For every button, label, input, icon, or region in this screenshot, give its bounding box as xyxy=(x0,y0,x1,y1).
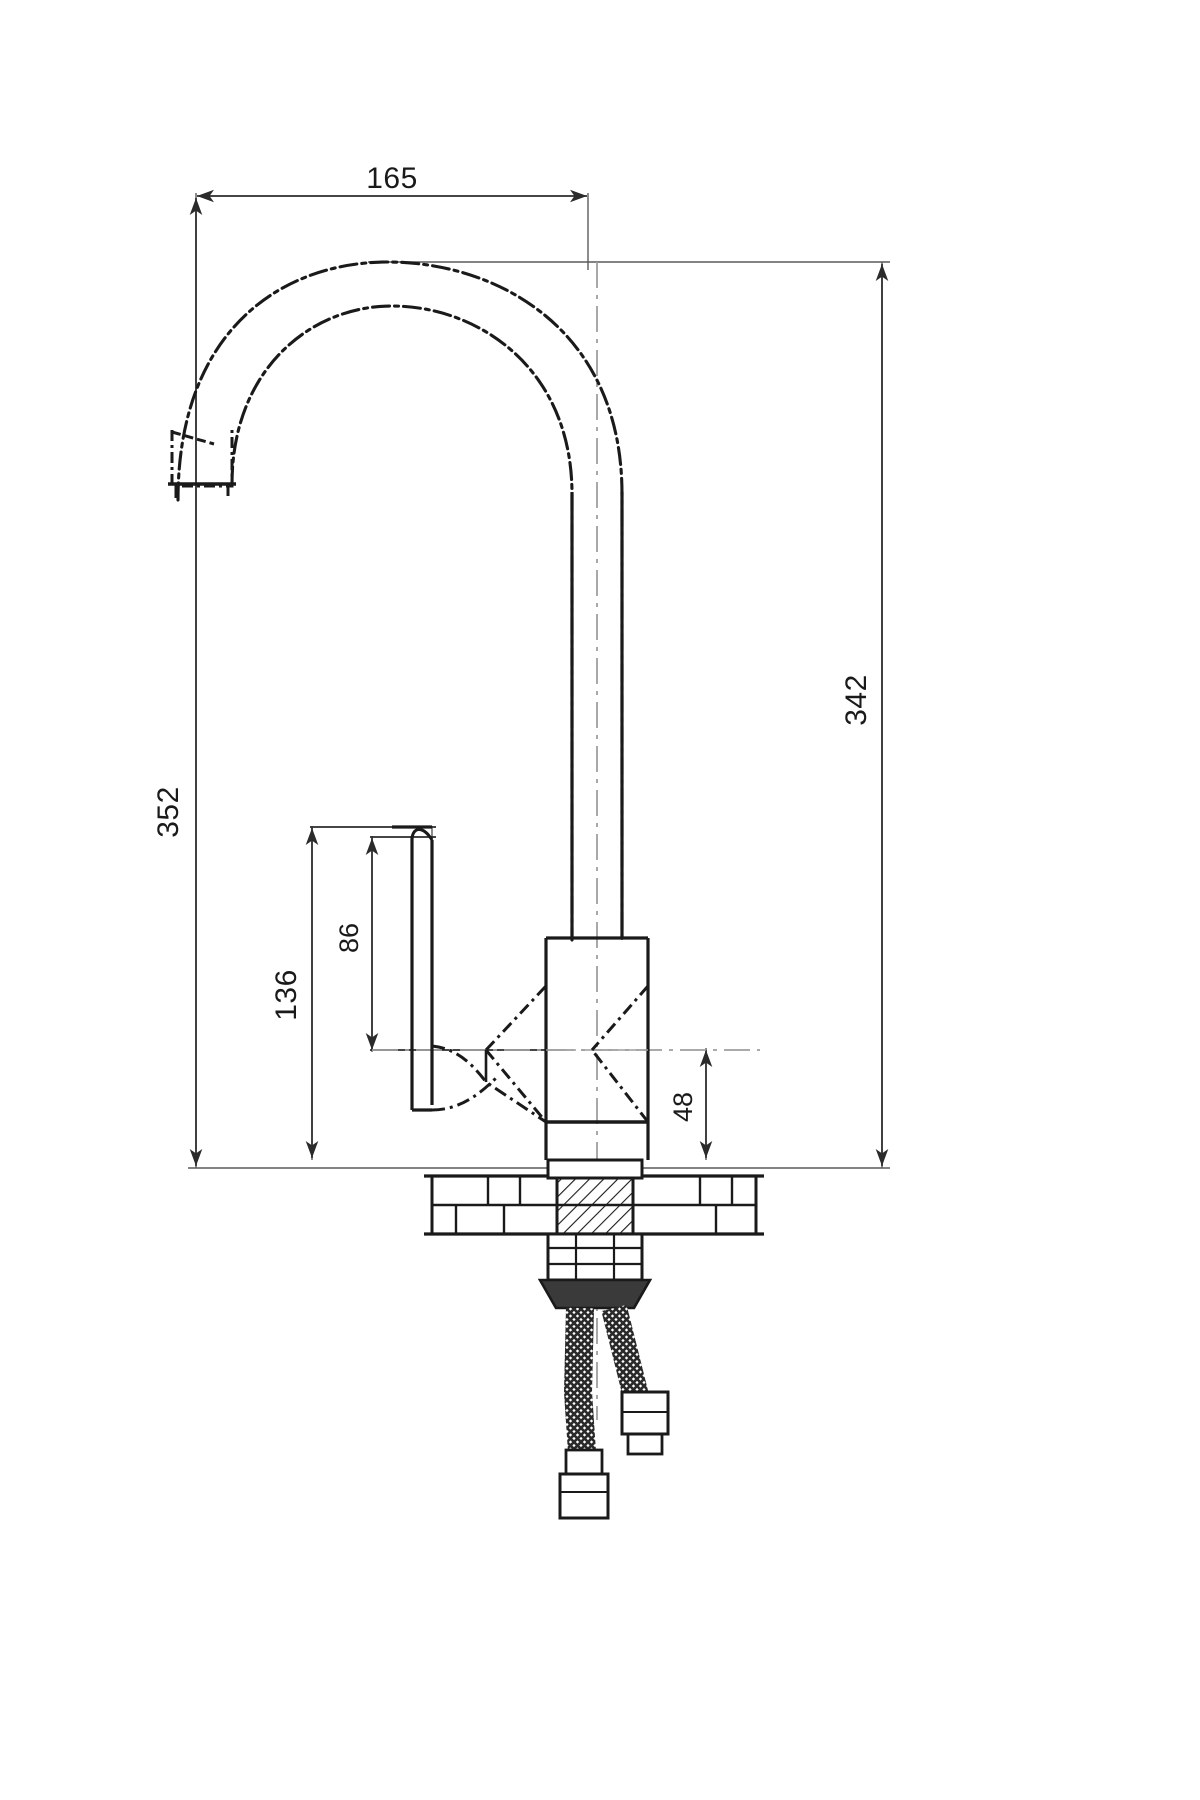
lock-nut xyxy=(537,1232,653,1310)
label-86: 86 xyxy=(334,923,364,953)
hose-fitting-right xyxy=(620,1390,670,1456)
gooseneck-spout-outer xyxy=(176,260,624,942)
gooseneck-spout-inner xyxy=(230,304,574,942)
label-342: 342 xyxy=(840,674,873,726)
label-352: 352 xyxy=(152,786,185,838)
vertical-riser-tube xyxy=(570,492,624,938)
threaded-shank xyxy=(546,1158,644,1236)
faucet-body xyxy=(168,260,764,1520)
label-48: 48 xyxy=(668,1092,698,1122)
label-136: 136 xyxy=(270,969,303,1021)
dimension-labels: 165 352 342 136 86 48 xyxy=(152,162,873,1122)
aerator-outlet xyxy=(168,430,236,498)
label-165: 165 xyxy=(366,162,418,195)
lever-handle xyxy=(392,825,650,1124)
dimension-lines xyxy=(189,189,889,1166)
hose-fitting-left xyxy=(558,1448,610,1520)
braided-supply-hose-left xyxy=(563,1307,596,1453)
